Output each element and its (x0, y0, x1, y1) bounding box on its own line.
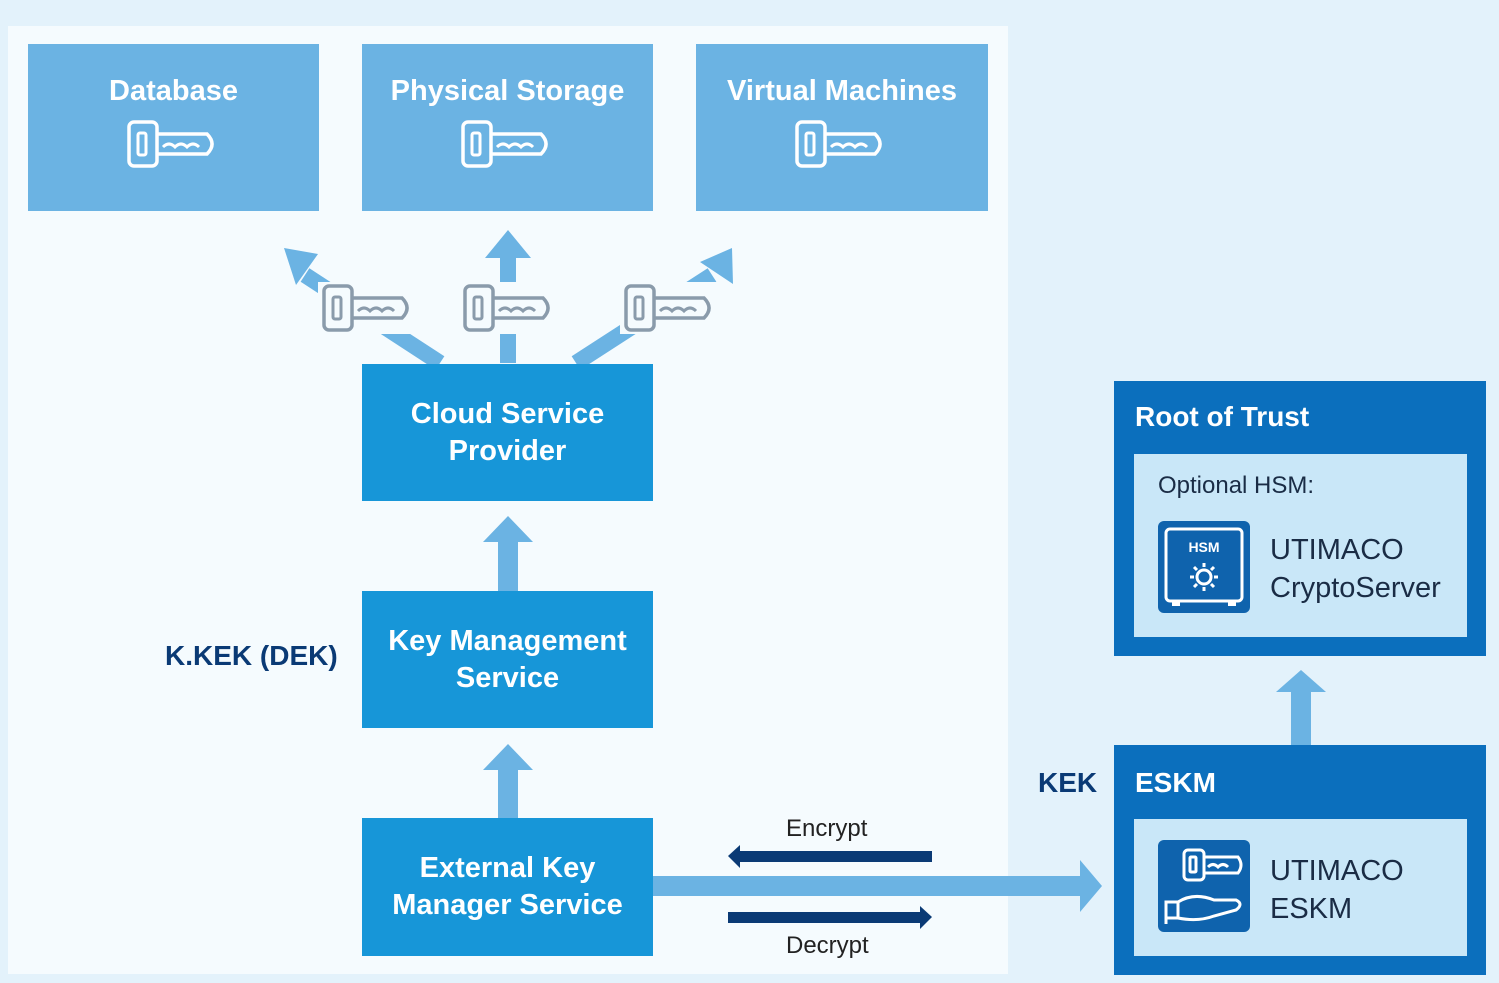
external-key-manager-box: External Key Manager Service (362, 818, 653, 956)
encrypt-arrow (728, 845, 932, 868)
eskm-product-line-1: UTIMACO (1270, 855, 1404, 887)
root-of-trust-box: Root of Trust Optional HSM: HSM UTIMACO … (1114, 381, 1486, 656)
key-in-hand-icon (1158, 840, 1250, 932)
virtual-machines-box: Virtual Machines (696, 44, 988, 211)
cloud-service-provider-box: Cloud Service Provider (362, 364, 653, 501)
virtual-machines-label: Virtual Machines (727, 75, 957, 107)
ekms-line-2: Manager Service (392, 889, 623, 921)
physical-storage-label: Physical Storage (390, 75, 625, 107)
arrows-up (483, 516, 1326, 820)
root-of-trust-title: Root of Trust (1135, 401, 1310, 432)
eskm-product: UTIMACO ESKM (1270, 852, 1404, 928)
key-icon (460, 282, 556, 334)
kek-label: KEK (1038, 767, 1098, 798)
database-label: Database (109, 75, 238, 107)
arrow-to-eskm (652, 860, 1102, 912)
crypto-server-product: UTIMACO CryptoServer (1270, 531, 1441, 607)
crypto-server-line-2: CryptoServer (1270, 572, 1441, 604)
crypto-server-line-1: UTIMACO (1270, 534, 1404, 566)
key-icon (318, 282, 414, 334)
decrypt-arrow (728, 906, 932, 929)
key-icon (620, 282, 716, 334)
key-in-hand-graphic (1164, 848, 1243, 924)
eskm-title: ESKM (1135, 767, 1216, 798)
cloud-provider-line-1: Cloud Service (410, 397, 605, 430)
hsm-safe-icon (1158, 521, 1250, 613)
ekms-line-1: External Key (419, 852, 596, 884)
optional-hsm-panel: Optional HSM: HSM UTIMACO CryptoServer (1134, 454, 1467, 637)
kms-line-2: Service (455, 661, 560, 694)
kms-line-1: Key Management (388, 624, 627, 657)
encrypt-label: Encrypt (786, 815, 868, 842)
hsm-badge-label: HSM (1188, 539, 1220, 555)
optional-hsm-label: Optional HSM: (1158, 472, 1315, 499)
key-icon (126, 120, 214, 168)
cloud-provider-line-2: Provider (448, 434, 567, 467)
key-icon (795, 120, 882, 168)
decrypt-label: Decrypt (786, 932, 869, 959)
key-management-service-box: Key Management Service (362, 591, 653, 728)
key-icon (460, 120, 548, 168)
eskm-box: ESKM UTIMACO ESKM (1114, 745, 1486, 975)
eskm-panel: UTIMACO ESKM (1134, 819, 1467, 956)
database-box: Database (28, 44, 319, 211)
eskm-product-line-2: ESKM (1270, 893, 1353, 925)
physical-storage-box: Physical Storage (362, 44, 653, 211)
hsm-safe-graphic (1164, 527, 1244, 606)
kkek-label: K.KEK (DEK) (165, 640, 338, 671)
